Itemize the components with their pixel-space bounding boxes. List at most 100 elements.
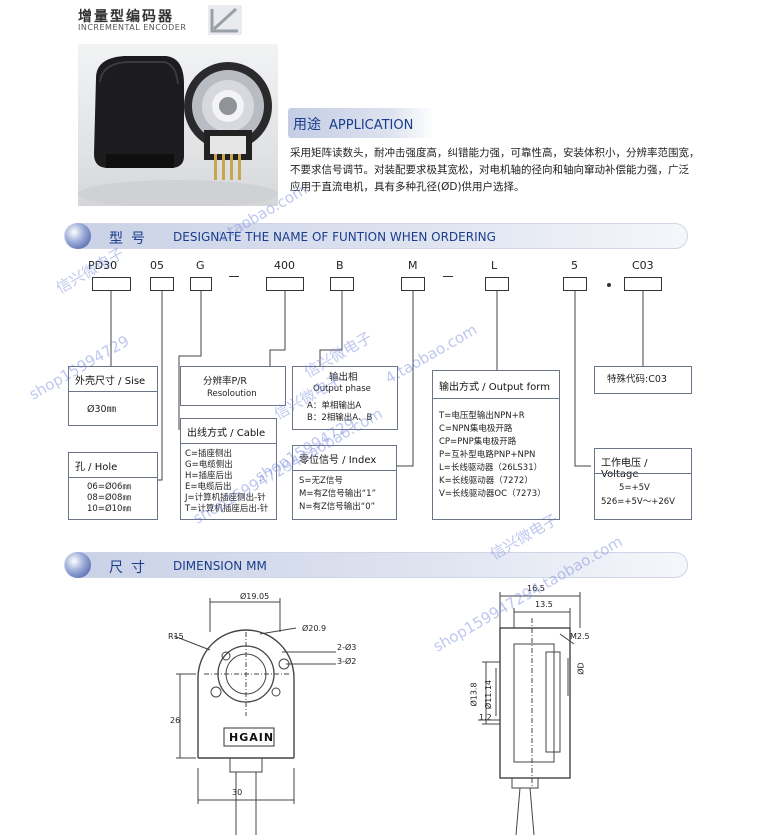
box-cable-item: H=插座后出 [185,471,233,481]
dimension-title-zh: 尺寸 [109,560,153,576]
code-housing: PD30 [88,259,118,272]
code-box [401,277,425,291]
dim-label: Ø11.14 [484,679,494,710]
code-index: M [408,259,418,272]
code-resolution: 400 [274,259,295,272]
code-output: L [491,259,498,272]
application-heading: 用途 APPLICATION [293,114,413,134]
dim-label: Ø20.9 [302,624,327,633]
box-output-item: K=长线驱动器（7272） [439,476,533,486]
application-line: 不要求信号调节。对装配要求极其宽松，对电机轴的径向和轴向窜动补偿能力强，广泛 [290,164,689,176]
code-box [330,277,354,291]
dash-separator [443,276,453,277]
code-special: C03 [632,259,654,272]
code-box [563,277,587,291]
dim-label: R15 [168,632,184,641]
application-line: 采用矩阵读数头，耐冲击强度高，纠错能力强，可靠性高，安装体积小，分辨率范围宽， [290,147,700,159]
box-output-item: L=长线驱动器（26LS31） [439,463,543,473]
box-index-title: 零位信号 / Index [299,455,377,466]
code-phase: B [336,259,344,272]
dim-label: 3-Ø2 [337,657,357,666]
ordering-section-bar: 型号 DESIGNATE THE NAME OF FUNTION WHEN OR… [64,223,688,249]
box-output-item: P=互补型电路PNP+NPN [439,450,536,460]
bullet-ball-icon [65,223,91,249]
box-cable-item: E=电缆后出 [185,482,232,492]
box-voltage-title: 工作电压 / Voltage [601,458,648,480]
corner-arrow-icon [208,5,242,35]
dim-label: M2.5 [570,632,590,641]
box-special: 特殊代码:C03 [594,366,692,394]
application-title-zh: 用途 [293,117,321,133]
brand-logo: HGAIN [229,731,275,744]
box-output-item: C=NPN集电极开路 [439,424,513,434]
side-view-drawing [478,592,581,835]
ordering-title-en: DESIGNATE THE NAME OF FUNTION WHEN ORDER… [173,230,496,244]
box-phase-item: A：单相输出A [307,401,362,411]
code-box [485,277,509,291]
box-size-value: Ø30㎜ [87,404,117,415]
code-box [92,277,131,291]
dimension-section-bar: 尺寸 DIMENSION MM [64,552,688,578]
box-hole-item: 06=Ø06㎜ [87,482,131,492]
box-output: 输出方式 / Output form T=电压型输出NPN+R C=NPN集电极… [432,370,560,520]
code-cable: G [196,259,205,272]
encoder-image [78,56,278,206]
dimension-title-en: DIMENSION MM [173,559,267,573]
dim-label: 2-Ø3 [337,643,357,652]
page-subtitle: INCREMENTAL ENCODER [78,23,187,32]
box-output-item: CP=PNP集电极开路 [439,437,517,447]
bullet-ball-icon [65,552,91,578]
dim-label: 16.5 [527,584,545,593]
dot-separator [607,283,611,287]
dim-label: 13.5 [535,600,553,609]
box-cable-item: T=计算机插座后出-针 [185,504,269,514]
dim-label: 1.2 [479,713,492,722]
box-cable-item: C=插座侧出 [185,449,233,459]
box-phase-title: 输出相 [329,372,358,383]
box-index: 零位信号 / Index S=无Z信号 M=有Z信号输出“1” N=有Z信号输出… [292,445,397,520]
application-title-en: APPLICATION [329,118,414,133]
box-output-item: T=电压型输出NPN+R [439,411,525,421]
application-line: 应用于直流电机，具有多种孔径(ØD)供用户选择。 [290,181,525,193]
dim-label: Ø13.8 [469,682,479,707]
box-phase-item: B：2相输出A、B [307,413,373,423]
box-hole-title: 孔 / Hole [75,462,118,473]
code-box [190,277,212,291]
box-phase-subtitle: Output phase [313,384,371,394]
dash-separator [229,276,239,277]
code-box [150,277,174,291]
box-cable: 出线方式 / Cable C=插座侧出 G=电缆侧出 H=插座后出 E=电缆后出… [180,418,277,520]
connector-lines [110,291,644,481]
box-index-item: N=有Z信号输出“0” [299,502,376,512]
box-hole-item: 10=Ø10㎜ [87,504,131,514]
box-size-title: 外壳尺寸 / Sise [75,376,146,387]
box-phase: 输出相 Output phase A：单相输出A B：2相输出A、B [292,366,398,430]
dim-label: Ø19.05 [240,592,270,601]
page-title: 增量型编码器 [78,9,174,25]
code-box [266,277,304,291]
box-cable-title: 出线方式 / Cable [187,428,266,439]
application-bar [288,108,434,138]
box-voltage-item: 526=+5V～+26V [601,497,675,507]
box-voltage-item: 5=+5V [619,483,650,493]
dim-label: 26 [170,716,181,725]
box-hole: 孔 / Hole 06=Ø06㎜ 08=Ø08㎜ 10=Ø10㎜ [68,452,158,520]
box-voltage: 工作电压 / Voltage 5=+5V 526=+5V～+26V [594,448,692,520]
application-text: 采用矩阵读数头，耐冲击强度高，纠错能力强，可靠性高，安装体积小，分辨率范围宽， … [290,145,715,196]
front-view-drawing [173,598,336,835]
box-cable-item: G=电缆侧出 [185,460,233,470]
box-output-title: 输出方式 / Output form [439,382,550,393]
box-resolution-title: 分辨率P/R [203,376,248,387]
box-hole-item: 08=Ø08㎜ [87,493,131,503]
box-output-item: V=长线驱动器OC（7273） [439,489,546,499]
dim-label: ØD [576,662,586,675]
box-cable-item: J=计算机插座侧出-针 [185,493,266,503]
box-index-item: S=无Z信号 [299,476,343,486]
box-resolution-subtitle: Resoloution [207,389,257,399]
code-hole: 05 [150,259,164,272]
product-photo [78,44,278,206]
box-special-title: 特殊代码:C03 [607,374,667,385]
ordering-title-zh: 型号 [109,231,153,247]
box-index-item: M=有Z信号输出“1” [299,489,376,499]
box-resolution: 分辨率P/R Resoloution [180,366,286,406]
